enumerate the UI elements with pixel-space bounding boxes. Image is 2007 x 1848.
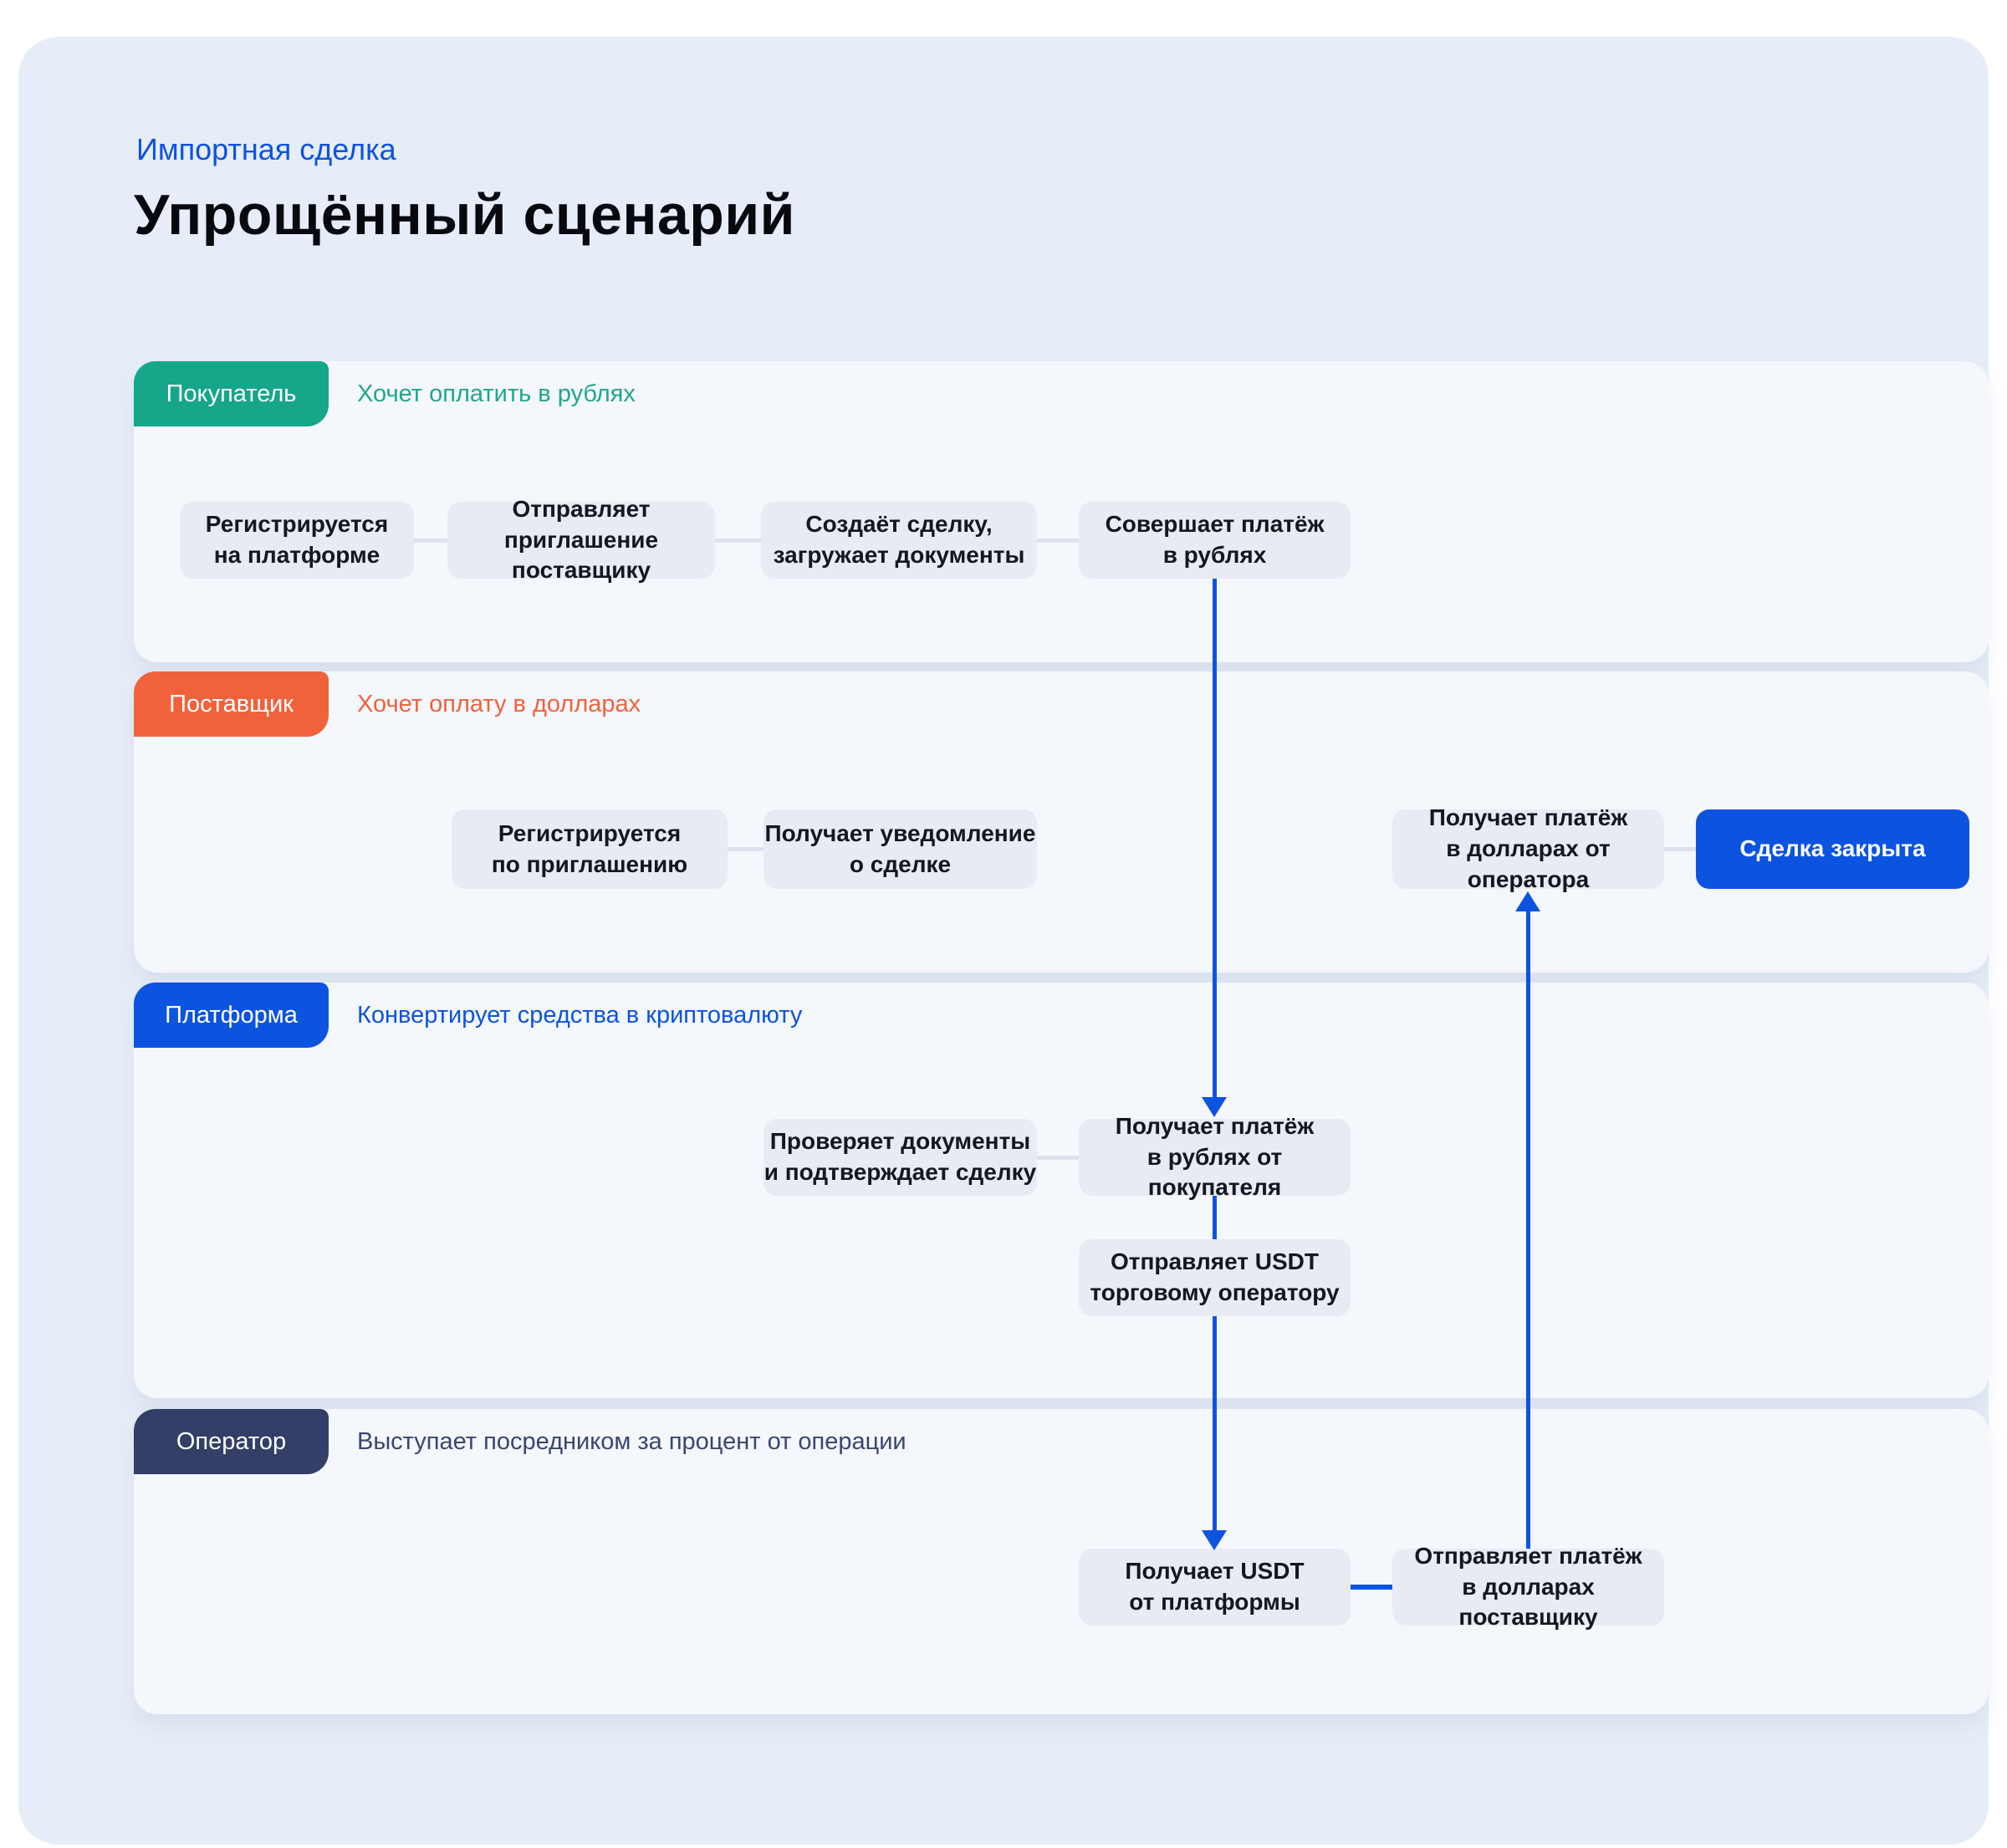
connector-operator-1-2 [1351,1585,1392,1590]
step-platform-send-usdt: Отправляет USDT торговому оператору [1079,1239,1351,1316]
connector-platform-1-2 [1037,1156,1079,1160]
step-buyer-send-invite: Отправляет приглашение поставщику [447,496,715,583]
diagram-eyebrow: Импортная сделка [136,132,396,166]
step-platform-receive-rubles: Получает платёж в рублях от покупателя [1079,1113,1351,1200]
connector-supplier-1-2 [728,847,763,851]
flow-line-platform-to-operator [1213,1316,1217,1530]
connector-buyer-3-4 [1037,539,1079,543]
step-supplier-receive-usd: Получает платёж в долларах от оператора [1392,804,1664,892]
step-supplier-register: Регистрируется по приглашению [452,809,728,889]
flow-line-platform-internal [1213,1196,1217,1239]
connector-buyer-2-3 [715,539,761,543]
step-supplier-notified: Получает уведомление о сделке [763,809,1037,889]
lane-buyer: Покупатель Хочет оплатить в рублях [134,361,1989,662]
step-operator-pay-supplier: Отправляет платёж в долларах поставщику [1392,1543,1664,1630]
step-deal-closed: Сделка закрыта [1696,809,1969,889]
flow-line-operator-to-supplier [1526,911,1530,1549]
step-buyer-pay-rubles: Совершает платёж в рублях [1079,502,1351,579]
lane-supplier-subtitle: Хочет оплату в долларах [357,690,641,717]
page-title: Упрощённый сценарий [134,183,795,247]
step-platform-verify-docs: Проверяет документы и подтверждает сделк… [763,1119,1037,1196]
lane-operator: Оператор Выступает посредником за процен… [134,1409,1989,1714]
step-buyer-create-deal: Создаёт сделку, загружает документы [761,502,1037,579]
lane-buyer-badge: Покупатель [134,361,329,426]
step-operator-receive-usdt: Получает USDT от платформы [1079,1549,1351,1626]
lane-platform-subtitle: Конвертирует средства в криптовалюту [357,1001,803,1029]
connector-buyer-1-2 [414,539,447,543]
arrowhead-into-platform-receive [1202,1097,1227,1117]
lane-platform-badge: Платформа [134,983,329,1048]
lane-platform: Платформа Конвертирует средства в крипто… [134,983,1989,1398]
step-buyer-register: Регистрируется на платформе [180,502,414,579]
lane-operator-subtitle: Выступает посредником за процент от опер… [357,1427,906,1455]
lane-supplier-badge: Поставщик [134,671,329,737]
arrowhead-into-operator-receive [1202,1530,1227,1550]
arrowhead-into-supplier-receive [1515,891,1540,911]
flow-line-buyer-to-platform [1213,579,1217,1097]
lane-operator-badge: Оператор [134,1409,329,1474]
connector-supplier-3-closed [1664,847,1696,851]
lane-supplier: Поставщик Хочет оплату в долларах [134,671,1989,972]
lane-buyer-subtitle: Хочет оплатить в рублях [357,380,636,407]
